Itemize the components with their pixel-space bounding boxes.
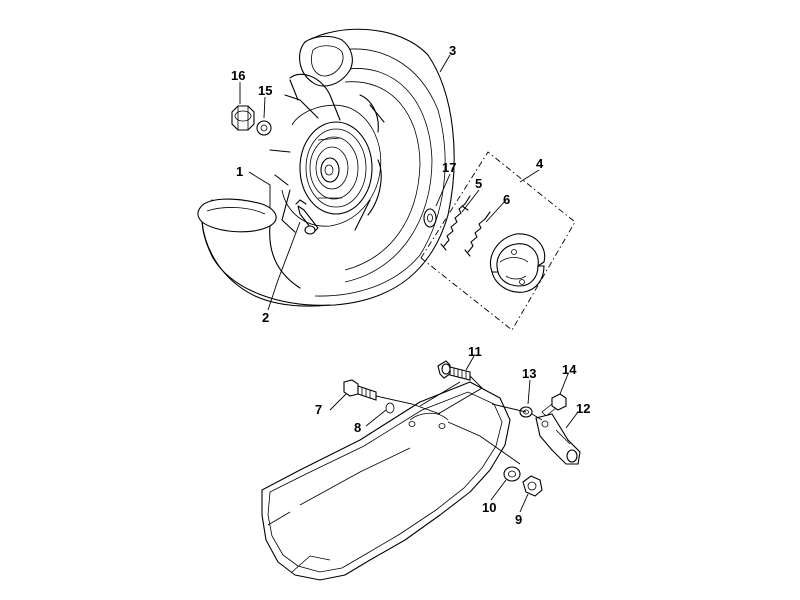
nut-9 xyxy=(522,475,543,497)
label-part-6: 6 xyxy=(503,192,510,207)
rear-wheel-tire xyxy=(197,28,455,307)
label-part-5: 5 xyxy=(475,176,482,191)
label-part-8: 8 xyxy=(354,420,361,435)
bolt-11 xyxy=(437,360,471,381)
brake-washer xyxy=(423,208,437,228)
washer-10 xyxy=(503,466,521,482)
label-part-17: 17 xyxy=(442,160,456,175)
brake-spring-6 xyxy=(464,211,491,257)
label-part-4: 4 xyxy=(536,156,544,171)
label-part-1: 1 xyxy=(236,164,243,179)
crankcase-cover xyxy=(261,381,511,581)
leader-lines xyxy=(239,54,579,513)
label-part-15: 15 xyxy=(258,83,272,98)
label-part-14: 14 xyxy=(562,362,577,377)
air-valve xyxy=(295,199,319,235)
hub-drum xyxy=(299,121,373,215)
label-part-3: 3 xyxy=(449,43,456,58)
brake-kit-box xyxy=(420,151,576,331)
callout-labels: 1 2 3 4 5 6 7 8 9 10 11 12 13 14 15 16 1… xyxy=(231,43,590,527)
bolt-14 xyxy=(541,393,567,417)
label-part-2: 2 xyxy=(262,310,269,325)
label-part-7: 7 xyxy=(315,402,322,417)
label-part-12: 12 xyxy=(576,401,590,416)
o-ring-8 xyxy=(385,402,395,414)
label-part-11: 11 xyxy=(468,344,482,359)
label-part-10: 10 xyxy=(482,500,496,515)
axle-nut xyxy=(231,105,255,131)
label-part-16: 16 xyxy=(231,68,245,83)
label-part-9: 9 xyxy=(515,512,522,527)
bracket-12 xyxy=(535,413,581,465)
brake-shoe xyxy=(490,233,546,293)
axle-washer xyxy=(256,120,272,136)
stud-bolt-7 xyxy=(343,379,377,401)
assembly-guide-lines xyxy=(375,375,543,465)
wheel-rim xyxy=(269,73,385,233)
label-part-13: 13 xyxy=(522,366,536,381)
